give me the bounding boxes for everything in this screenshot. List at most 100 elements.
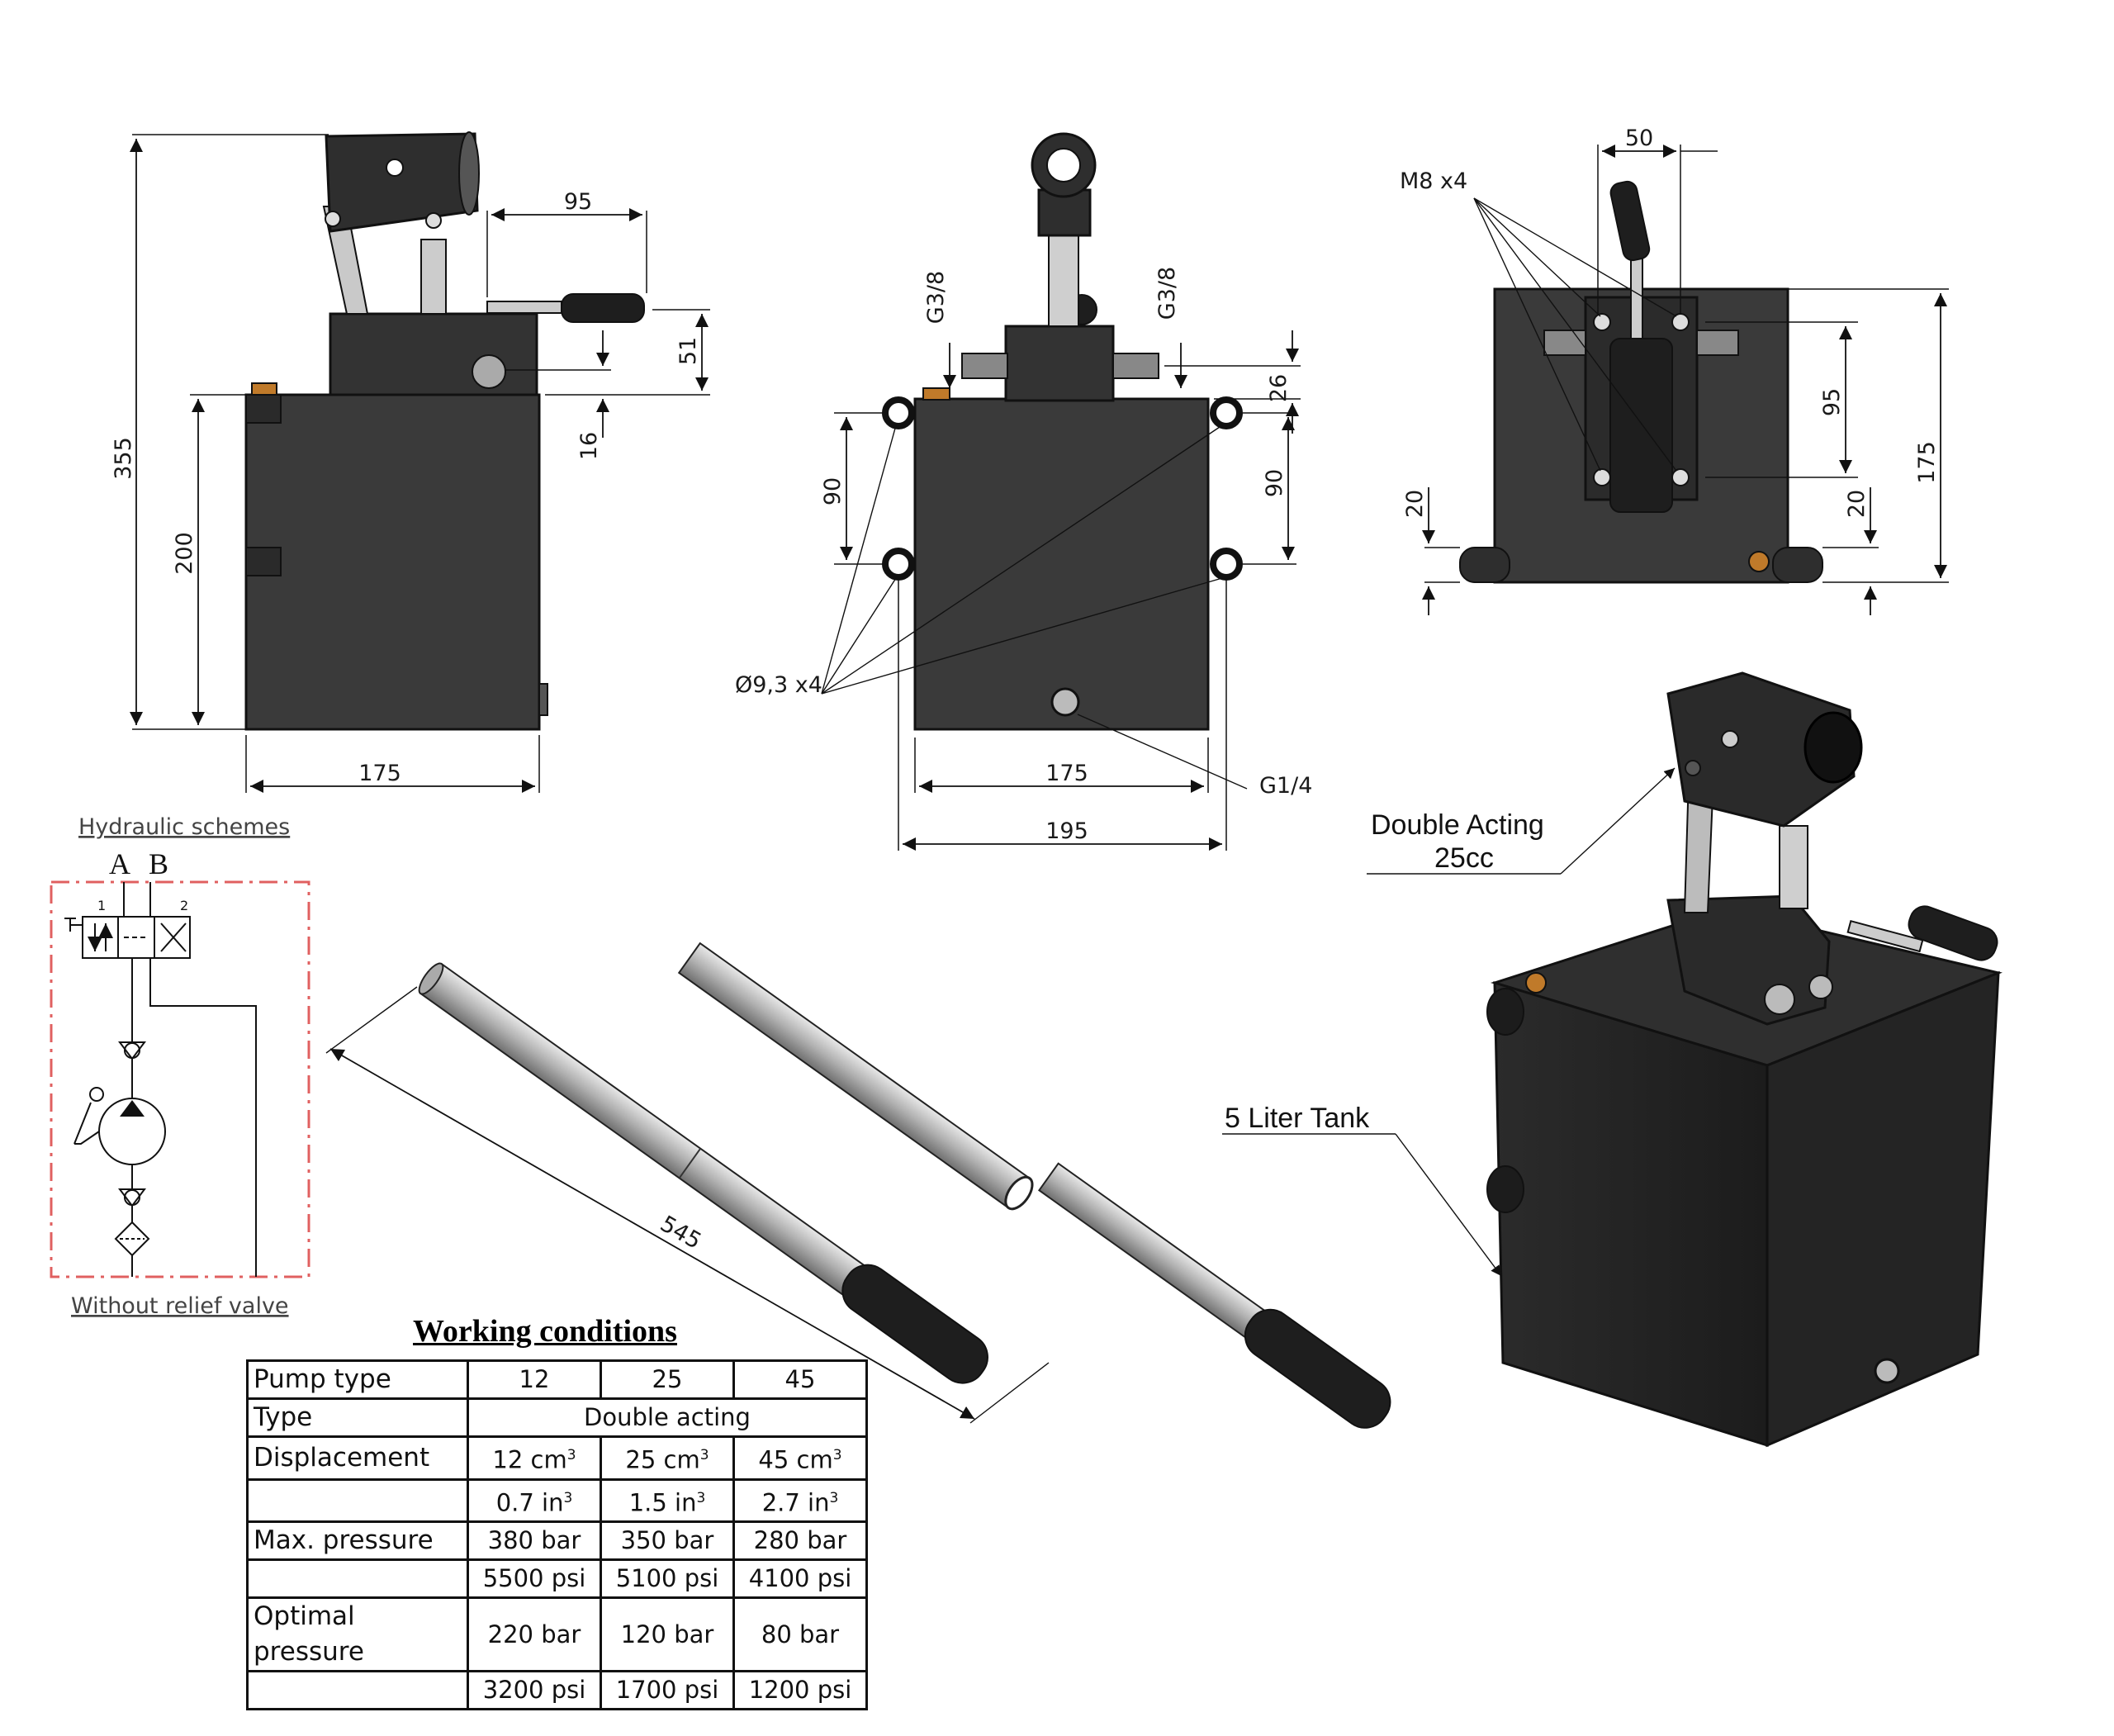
row-value: 3200 psi [467,1670,602,1711]
row-value: 2.7 in3 [732,1477,868,1524]
top-bolt [1593,313,1611,331]
hydraulic-title: Hydraulic schemes [78,814,290,840]
row-label: Max. pressure [246,1520,469,1562]
side-tank-body [244,393,541,731]
dim-top-bolt-spacing: 50 [1625,126,1653,151]
dim-front-hole-spacing-right: 90 [1262,469,1287,497]
dim-side-height-total: 355 [111,437,136,480]
iso-valve-lever [1846,919,1924,953]
return-line [149,958,257,1277]
side-piston [420,239,447,315]
check-valve-upper [118,1041,146,1060]
iso-lug [1486,988,1524,1036]
iso-tank-right [1766,970,2000,1448]
front-fill-plug [922,387,950,401]
front-view: Ø9,3 x4 G1/4 175 195 90 90 26 G3/8 G3/8 [735,132,1312,851]
dim-side-width: 175 [358,761,401,786]
row-label: Type [246,1397,469,1438]
dim-side-port-height: 51 [675,337,701,365]
row-value: 12 cm3 [467,1435,602,1481]
dim-front-drain: G1/4 [1259,773,1312,799]
row-value: 350 bar [600,1520,735,1562]
side-valve-knob [561,293,645,323]
iso-lug [1486,1165,1524,1213]
side-fill-plug [251,382,277,396]
dim-top-bolts: M8 x4 [1400,168,1467,194]
valve-pos-2: 2 [180,898,188,913]
rod-upper-shaft [677,942,1031,1209]
row-value: 280 bar [732,1520,868,1562]
row-value: Double acting [467,1397,868,1438]
top-view: M8 x4 50 95 175 20 20 [1400,126,1949,615]
top-fill-plug [1748,551,1770,572]
row-value: 220 bar [467,1596,602,1673]
iso-head-socket [1804,711,1863,784]
handle-rods: 545 [325,942,1391,1429]
rod-lower-grip [1244,1308,1391,1429]
row-label [246,1477,469,1524]
dim-front-width-tank: 175 [1045,761,1088,786]
callout-double-acting: Double Acting [1371,809,1544,841]
side-pump-base [329,312,538,396]
side-head-bolt [386,159,404,177]
iso-fill-plug [1525,972,1547,994]
port-b-label: B [149,847,168,880]
iso-drain-plug [1874,1358,1900,1384]
row-value: 5100 psi [600,1558,735,1600]
dim-top-pump-height: 95 [1819,388,1845,416]
top-bolt [1671,313,1690,331]
callout-tank: 5 Liter Tank [1225,1103,1370,1134]
front-pump-base [1004,325,1115,402]
front-piston [1048,222,1079,327]
row-label: Optimal pressure [246,1596,469,1673]
front-drain-plug [1050,687,1080,717]
dim-side-height-tank: 200 [172,532,197,575]
iso-piston [1779,825,1808,909]
iso-port [1764,984,1795,1015]
row-value: 12 [467,1359,602,1400]
side-valve-lever [486,301,562,314]
side-tank-lug [245,394,282,424]
side-head-bolt [425,212,442,229]
row-value: 120 bar [600,1596,735,1673]
side-tank-lug [245,547,282,576]
dim-handle-length: 545 [656,1211,705,1255]
rod-upper-end [1004,1175,1034,1211]
scheme-frame [50,880,310,1278]
dim-front-port-right: G3/8 [1154,267,1180,320]
dim-side-port-depth: 16 [576,432,602,460]
dim-top-foot-right: 20 [1844,490,1870,518]
valve-pos-1: 1 [97,898,106,913]
top-lever-knob [1609,180,1651,262]
front-port-left [961,353,1008,379]
rod-long-end [418,962,444,995]
dim-front-port-left: G3/8 [923,271,949,324]
row-label [246,1558,469,1600]
row-value: 25 [600,1359,735,1400]
dim-top-foot-left: 20 [1402,490,1428,518]
iso-pump-head [1666,671,1856,828]
row-value: 380 bar [467,1520,602,1562]
row-value: 25 cm3 [600,1435,735,1481]
pump-lever [73,1102,100,1145]
dim-front-holes: Ø9,3 x4 [735,672,822,698]
side-view: 355 200 175 95 51 16 [111,131,710,794]
iso-valve-knob [1908,905,1998,961]
top-bolt [1593,468,1611,486]
front-port-right [1112,353,1159,379]
side-head-bolt [325,211,341,227]
dim-front-hole-spacing-left: 90 [820,477,846,505]
port-a-label: A [109,847,130,880]
hydraulic-subtitle: Without relief valve [71,1293,289,1319]
iso-port [1808,975,1833,999]
row-value: 5500 psi [467,1558,602,1600]
top-foot-left [1459,547,1510,583]
manual-actuator [64,918,83,932]
row-value: 1.5 in3 [600,1477,735,1524]
row-value: 1700 psi [600,1670,735,1711]
